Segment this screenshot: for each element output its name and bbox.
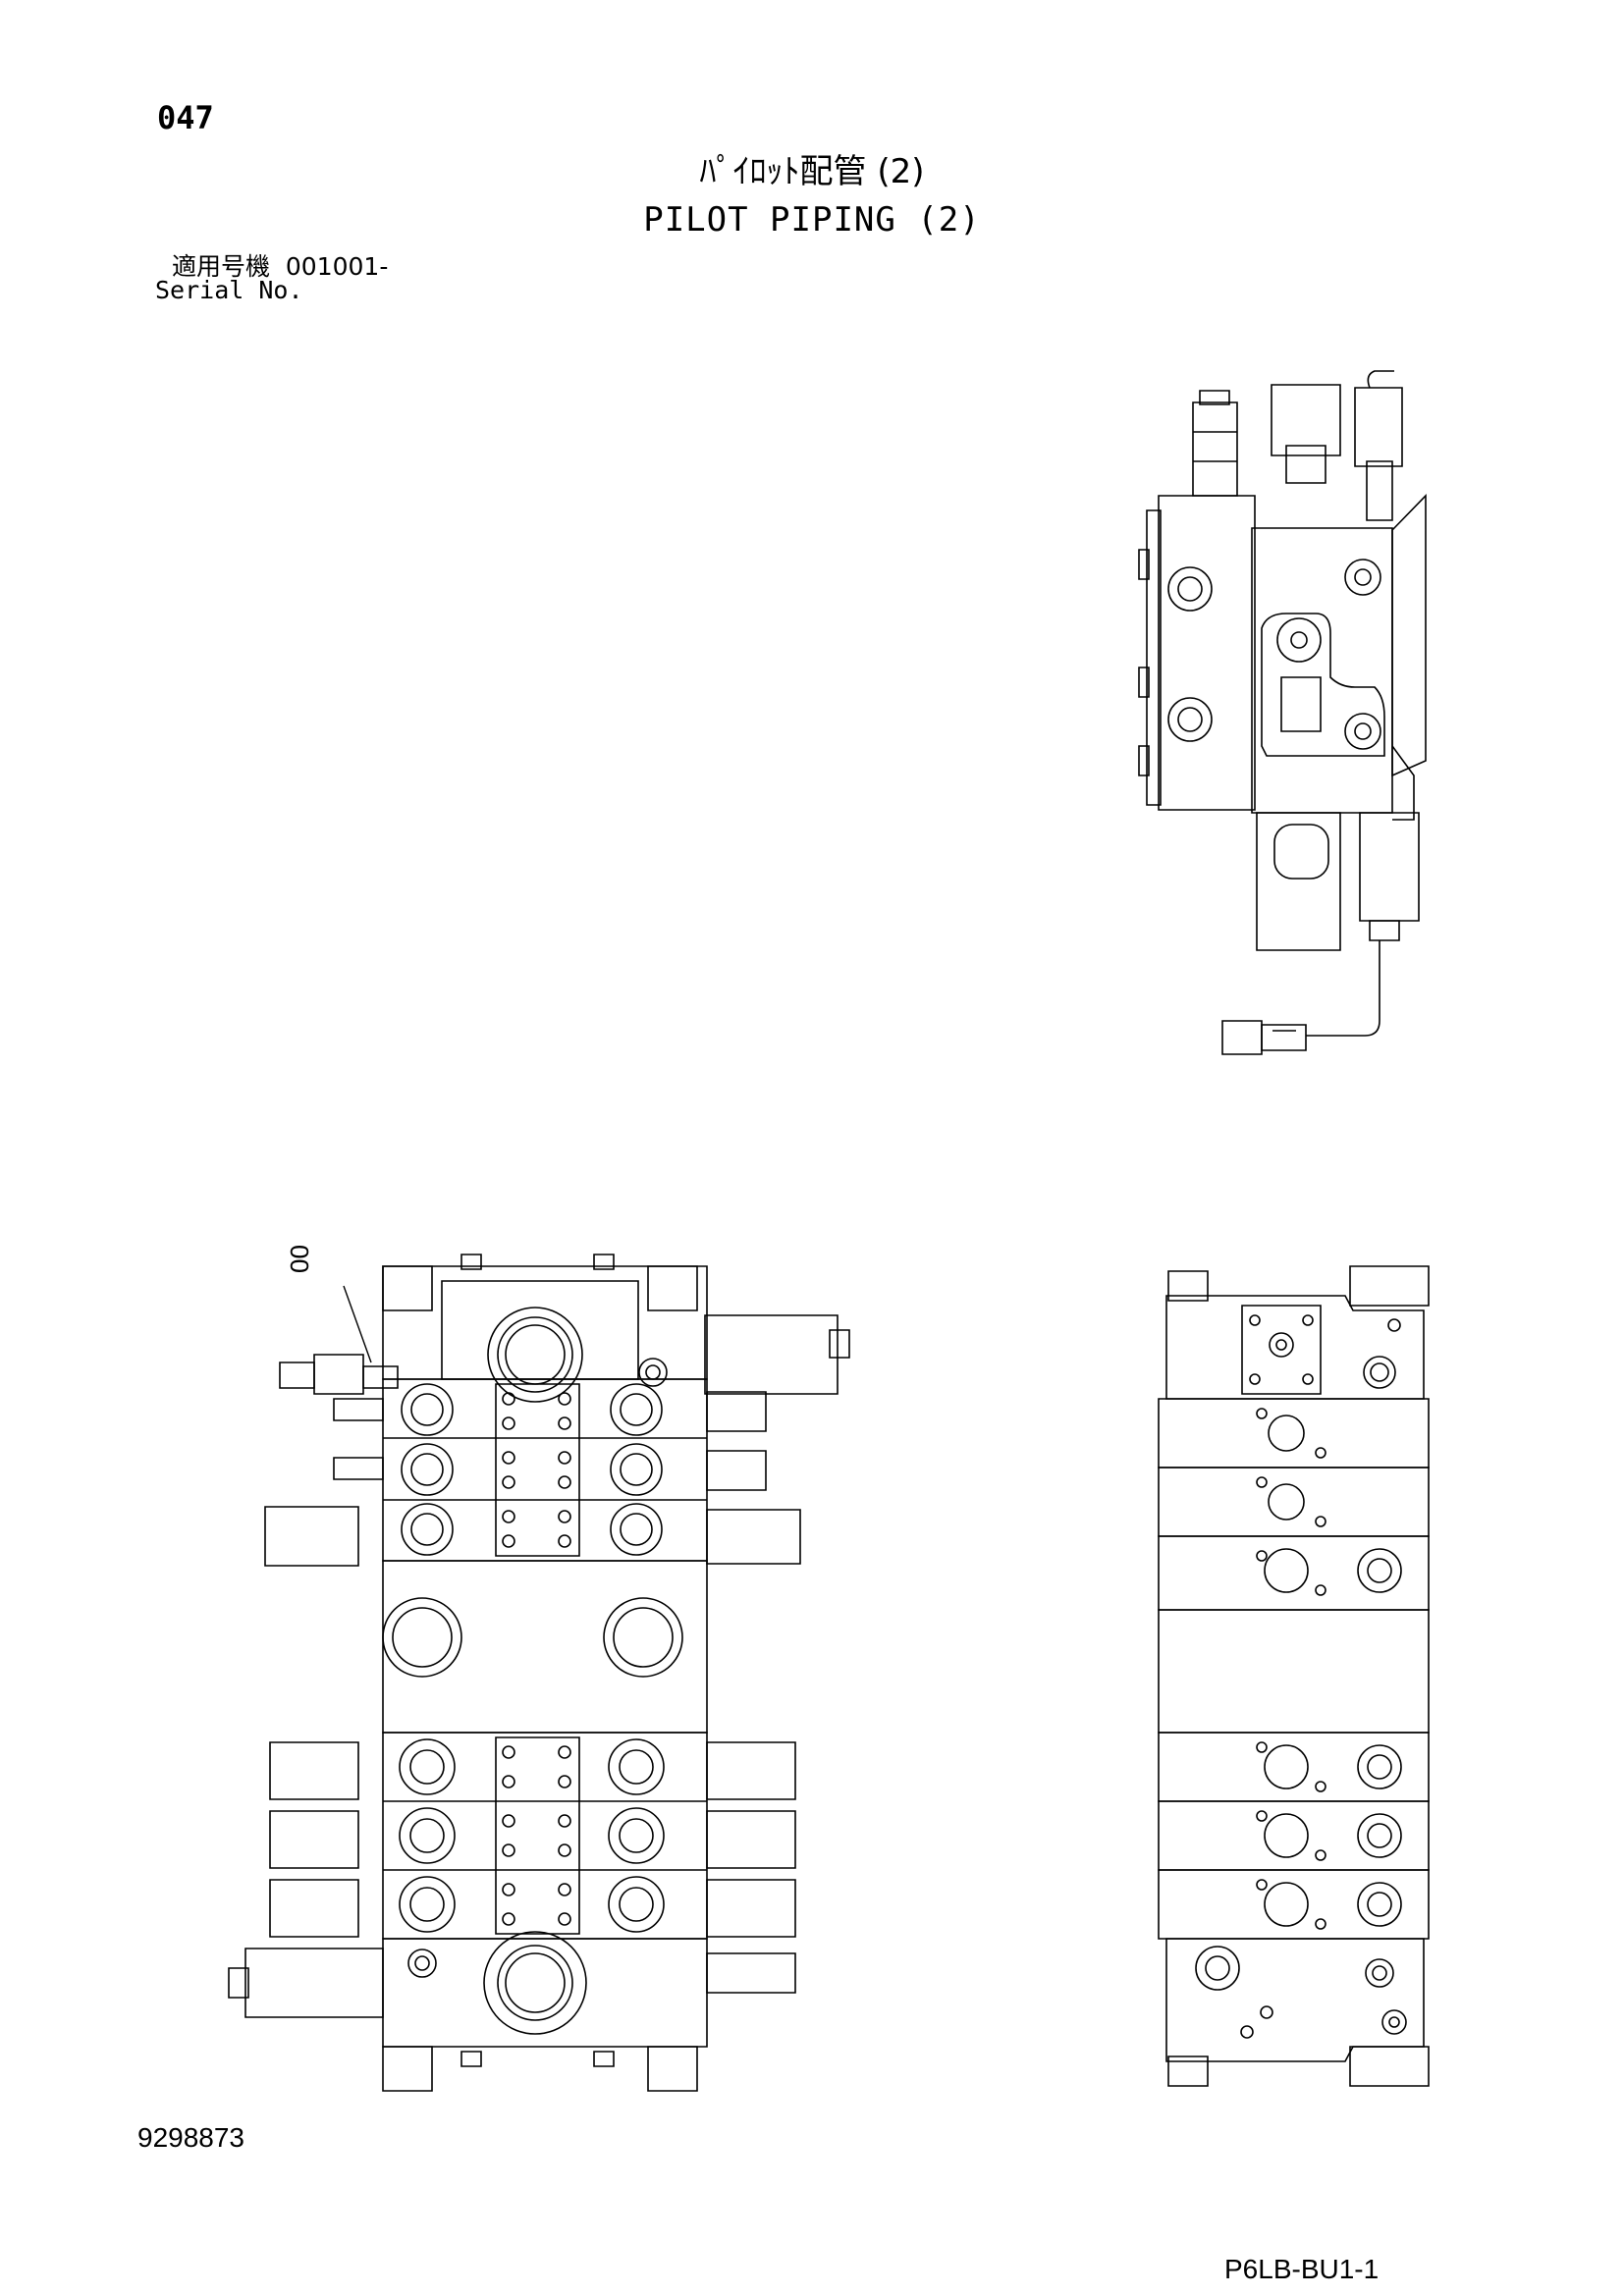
solenoid-top [1272,385,1340,455]
side-section-4 [1159,1733,1429,1801]
outlet-port [484,1932,586,2034]
side-inlet [1166,1296,1424,1399]
spool-sections-upper [265,1379,800,1566]
side-middle [1159,1610,1429,1733]
side-outlet [1166,1939,1424,2061]
fitting-left [1193,402,1237,496]
middle-section [383,1561,707,1733]
solenoid-bottom-left [1257,813,1340,950]
serial-range-label: 適用号機 001001- [172,252,389,281]
page-title-japanese: ﾊﾟｲﾛｯﾄ配管 (2) [699,152,925,191]
page-title-english: PILOT PIPING (2) [643,200,981,240]
side-section-1 [1159,1399,1429,1468]
spool-sections-lower [270,1733,795,1939]
solenoid-bottom-right [1360,813,1419,921]
side-section-2 [1159,1468,1429,1536]
outlet-solenoid [245,1949,383,2017]
valve-side-block [1159,496,1255,810]
wire-harness [1306,940,1380,1036]
pilot-fitting [280,1362,314,1388]
inlet-port [488,1308,582,1402]
page-number: 047 [157,99,214,136]
connector-plug [1222,1021,1262,1054]
solenoid-top-right [1355,388,1402,466]
top-view [1139,371,1426,1054]
side-view [1159,1266,1429,2086]
sheet-code: P6LB-BU1-1 [1224,2254,1380,2284]
callout-label: 00 [285,1245,314,1273]
valve-body-top [1252,528,1392,813]
part-number: 9298873 [137,2122,245,2153]
side-section-6 [1159,1870,1429,1939]
front-view [229,1255,849,2091]
side-section-3 [1159,1536,1429,1610]
side-section-5 [1159,1801,1429,1870]
inlet-solenoid [705,1315,838,1394]
serial-number-label: Serial No. [155,276,303,304]
